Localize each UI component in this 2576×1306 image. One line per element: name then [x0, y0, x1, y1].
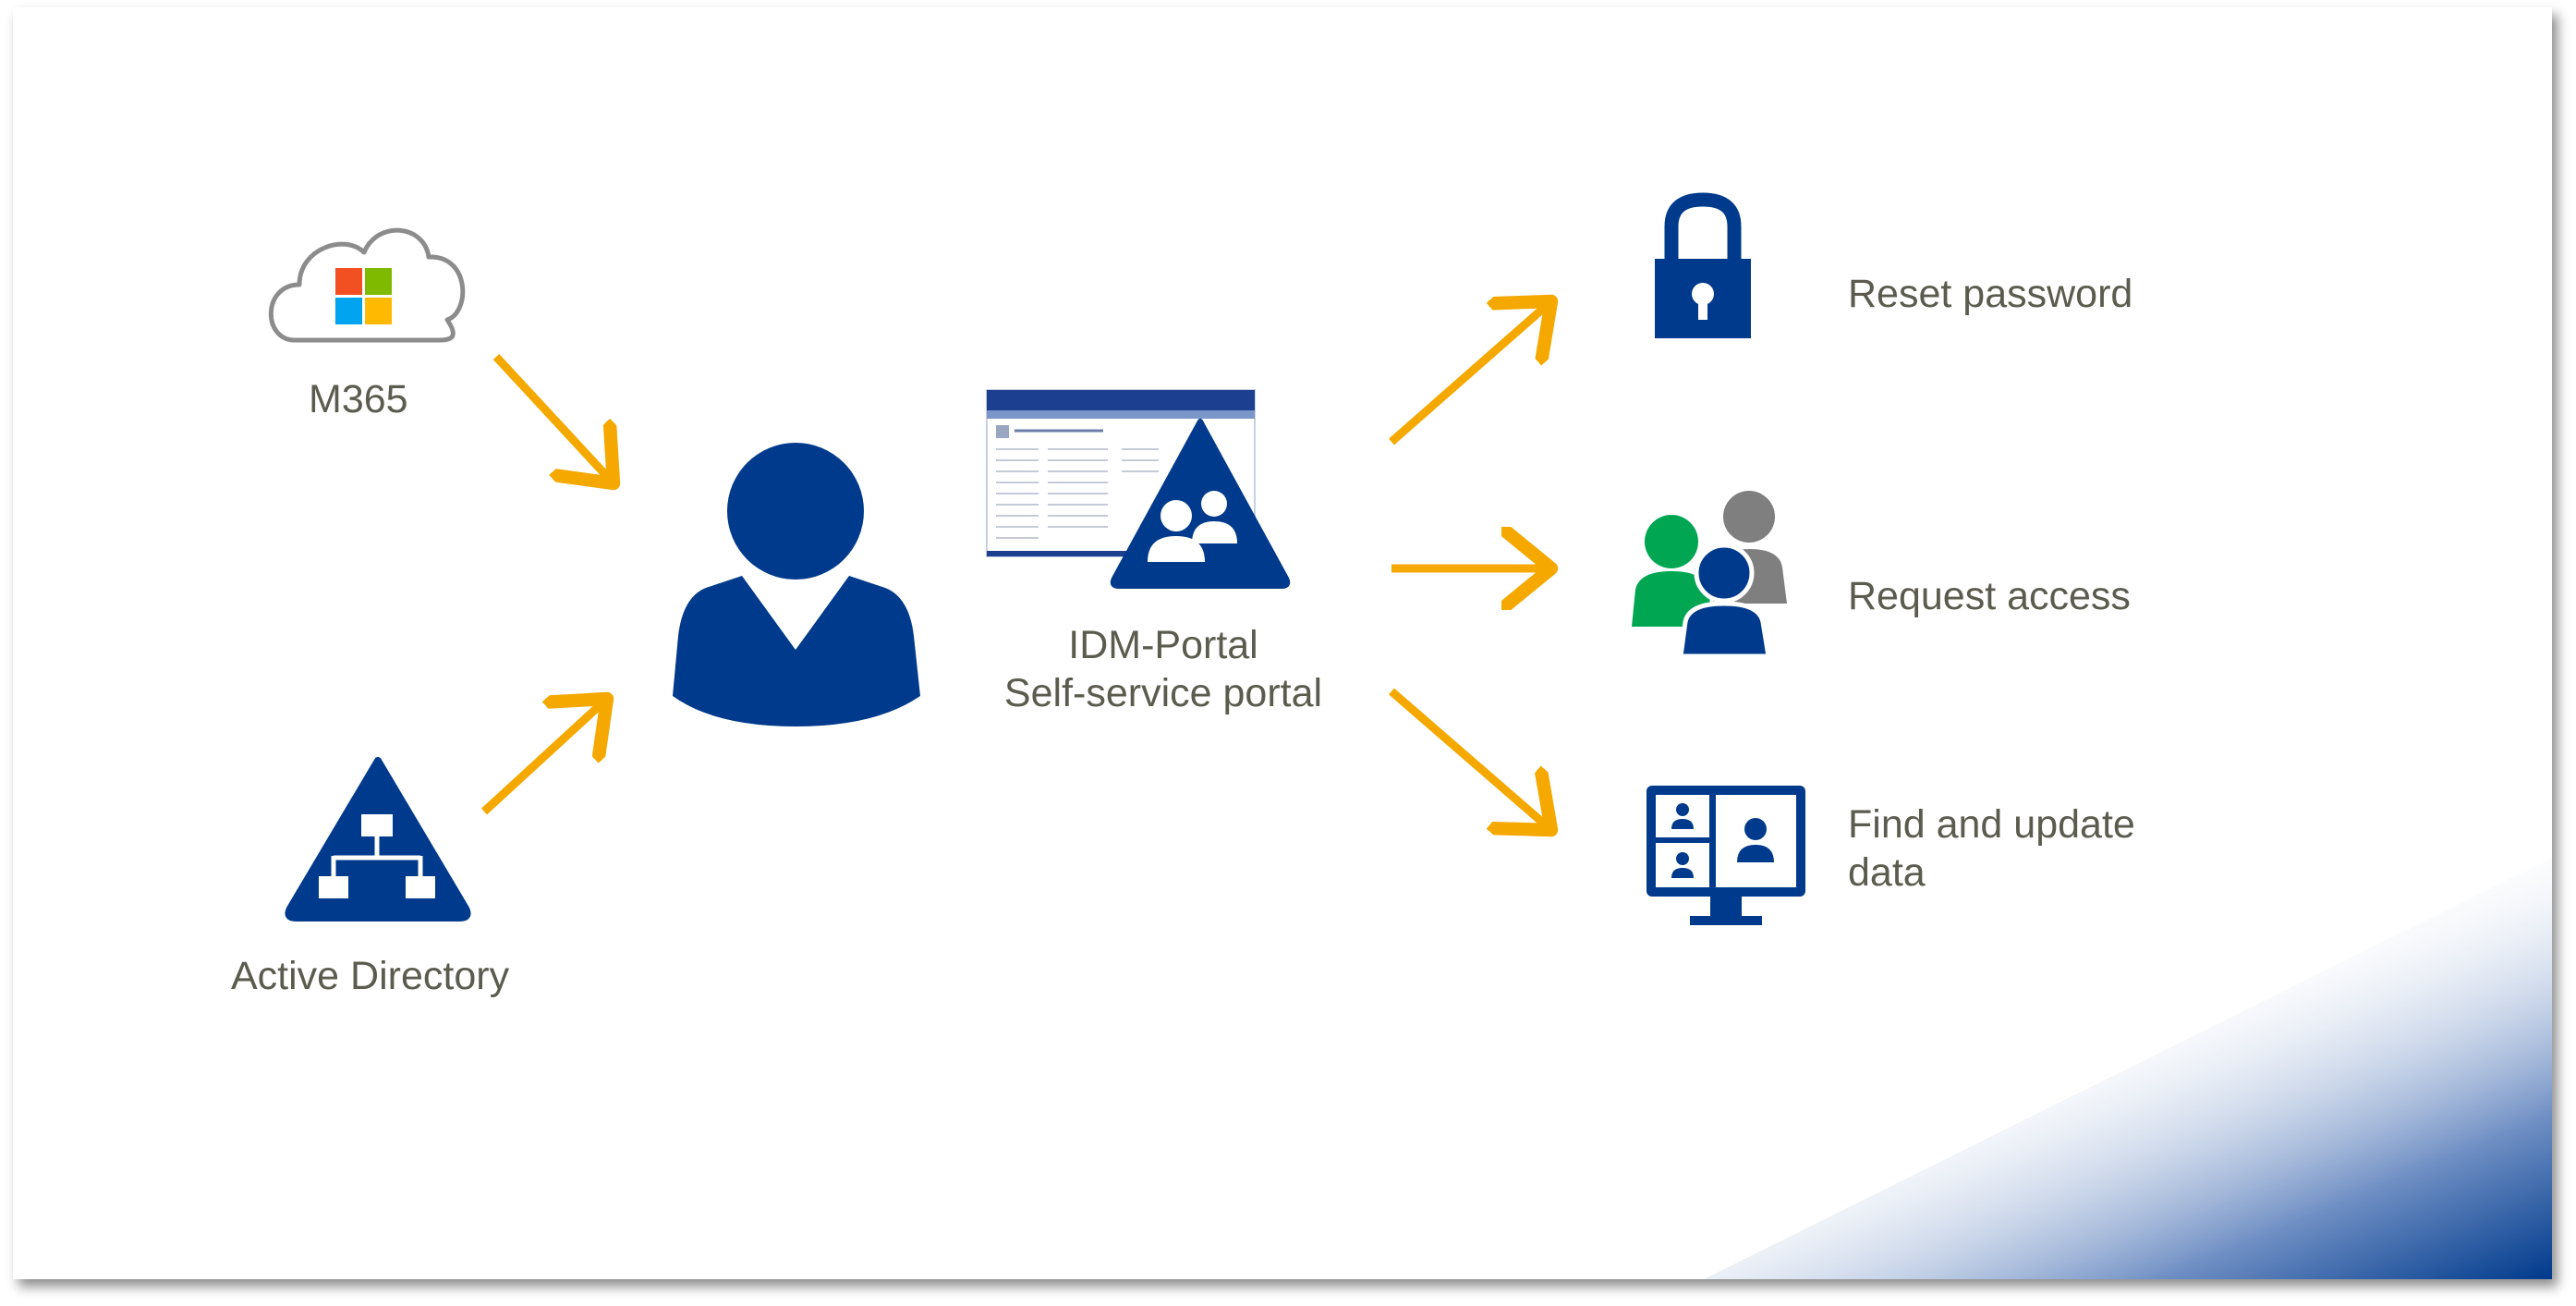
arrow-m365-to-user: [492, 353, 614, 483]
padlock-icon: [1655, 192, 1751, 338]
arrow-portal-to-reset: [1389, 301, 1551, 446]
idm-portal-title: IDM-Portal: [1068, 623, 1258, 667]
find-update-data-line2: data: [1848, 850, 1926, 895]
user-icon: [673, 443, 920, 726]
ms-yellow-square: [365, 298, 392, 324]
diagram-slide: M365 Active Directory IDM-Portal Self-se…: [13, 7, 2552, 1279]
active-directory-icon: [285, 757, 471, 922]
active-directory-label: Active Directory: [231, 954, 510, 998]
ms-blue-square: [335, 298, 362, 324]
idm-portal-screenshot-icon: [986, 389, 1291, 589]
find-update-data-label: Find and update data: [1848, 800, 2135, 897]
find-update-data-line1: Find and update: [1848, 802, 2135, 847]
ms-green-square: [365, 268, 392, 295]
idm-portal-label: IDM-Portal Self-service portal: [983, 621, 1343, 717]
reset-password-label: Reset password: [1848, 272, 2133, 316]
ms-red-square: [335, 268, 362, 295]
corner-gradient-decoration: [1704, 858, 2552, 1279]
monitor-users-icon: [1646, 786, 1805, 925]
request-access-label: Request access: [1848, 574, 2131, 618]
idm-portal-subtitle: Self-service portal: [1003, 671, 1323, 715]
arrow-portal-to-find: [1389, 688, 1551, 830]
arrow-ad-to-user: [480, 699, 607, 815]
user-group-icon: [1632, 491, 1787, 659]
m365-label: M365: [309, 377, 408, 421]
microsoft-cloud-icon: [268, 227, 466, 343]
